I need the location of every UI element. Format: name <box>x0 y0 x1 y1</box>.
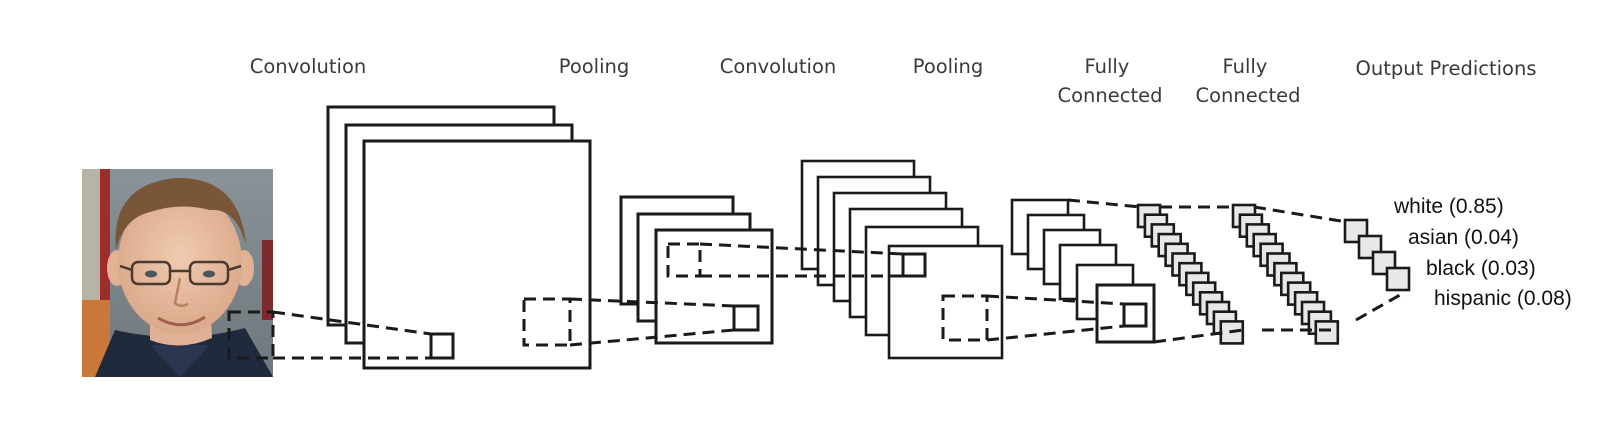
connector-line <box>1355 293 1401 322</box>
prediction-labels: white (0.85) asian (0.04) black (0.03) h… <box>1393 195 1572 310</box>
prediction-label-hispanic: hispanic (0.08) <box>1434 287 1572 310</box>
stage-label-pool1: Pooling <box>559 55 630 78</box>
output-neurons <box>1343 218 1411 292</box>
pool2-kernel-box <box>1122 302 1148 328</box>
conv1-map <box>362 139 592 370</box>
stage-label-conv1: Convolution <box>250 55 367 78</box>
conv1-kernel-box <box>429 332 455 360</box>
conv2-pool-window <box>941 294 989 342</box>
stage-label-output: Output Predictions <box>1356 57 1537 80</box>
prediction-label-asian: asian (0.04) <box>1408 226 1519 249</box>
prediction-label-white: white (0.85) <box>1393 195 1504 218</box>
stage-label-fc1: Fully Connected <box>1057 55 1162 107</box>
conv2-feature-maps <box>800 159 1004 360</box>
connector-line <box>569 297 735 308</box>
input-receptive-field <box>227 310 275 360</box>
pool2-feature-maps <box>1010 198 1156 344</box>
connector-line <box>272 310 432 336</box>
pool1-kernel-box <box>732 304 760 332</box>
conv1-pool-window <box>522 297 572 347</box>
connector-line <box>1153 328 1244 344</box>
prediction-label-black: black (0.03) <box>1426 257 1536 280</box>
pool1-conv-window <box>666 242 702 278</box>
stage-label-pool2: Pooling <box>913 55 984 78</box>
connector-line <box>986 294 1125 306</box>
fc2-neurons <box>1231 203 1340 345</box>
stage-labels: Convolution Pooling Convolution Pooling … <box>250 55 1537 107</box>
connector-line <box>1067 198 1141 209</box>
stage-label-fc2: Fully Connected <box>1195 55 1300 107</box>
fc2-neuron <box>1314 320 1340 345</box>
stage-label-conv2: Convolution <box>720 55 837 78</box>
connector-line <box>569 328 735 347</box>
face-photo-icon <box>82 169 273 377</box>
connector-line <box>986 324 1125 342</box>
conv2-kernel-box <box>901 252 927 278</box>
pool1-feature-maps <box>619 195 774 345</box>
output-neuron <box>1385 266 1411 292</box>
connector-line <box>1253 205 1348 224</box>
connector-line <box>699 242 904 256</box>
conv1-feature-maps <box>326 105 592 370</box>
